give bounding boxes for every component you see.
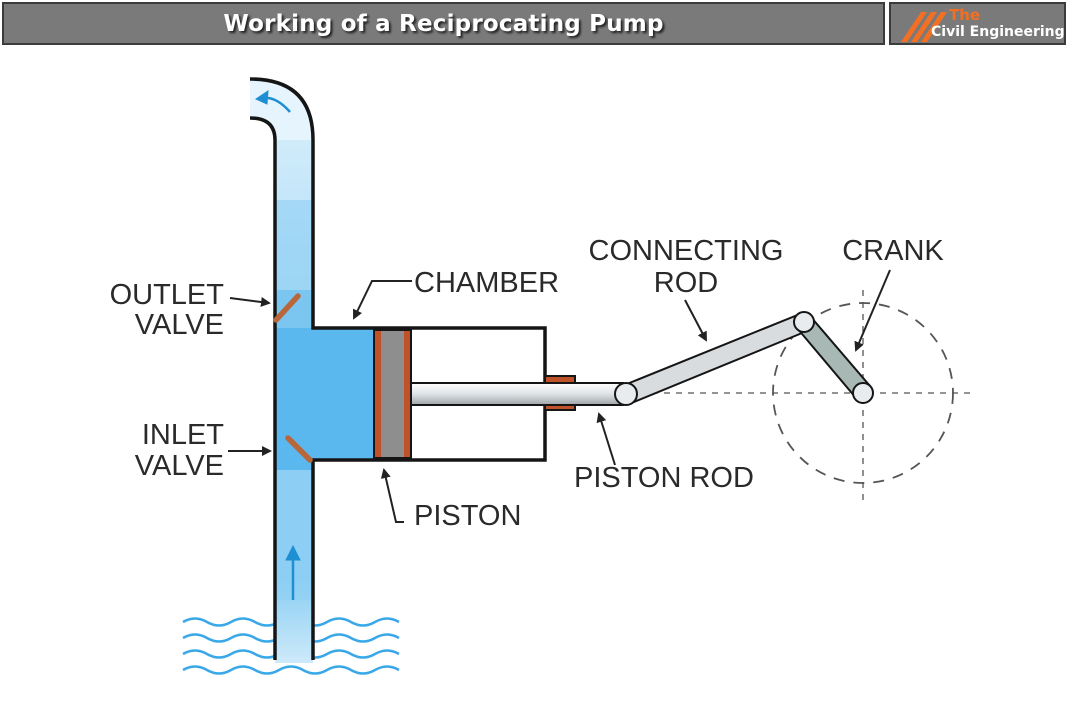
leader-arrows: [228, 269, 891, 523]
crank-path: [640, 290, 975, 500]
brand-logo: The Civil Engineering: [889, 2, 1066, 45]
label-piston-rod: PISTON ROD: [574, 462, 754, 494]
label-piston: PISTON: [414, 500, 521, 532]
stripes-logo-icon: [901, 12, 947, 42]
label-inlet: INLET: [142, 419, 224, 451]
labels: OUTLET VALVE INLET VALVE CHAMBER PISTON …: [110, 235, 945, 532]
label-chamber: CHAMBER: [414, 267, 559, 299]
piston: [373, 329, 412, 459]
pipe-outline: [249, 77, 547, 660]
label-outlet: OUTLET: [110, 279, 225, 311]
label-connecting: CONNECTING: [589, 235, 784, 267]
joints: [614, 311, 874, 406]
outlet-valve: [273, 293, 301, 323]
logo-text-name: Civil Engineering: [931, 24, 1065, 40]
water-column: [250, 80, 373, 663]
page-title: Working of a Reciprocating Pump: [223, 10, 664, 37]
connecting-rod: [620, 312, 809, 406]
flow-arrows: [254, 90, 301, 600]
logo-text-the: The: [949, 6, 981, 24]
label-connecting-rod: ROD: [654, 267, 718, 299]
piston-rod: [410, 375, 624, 411]
label-outlet-valve: VALVE: [135, 309, 224, 341]
label-crank: CRANK: [842, 235, 944, 267]
label-inlet-valve: VALVE: [135, 450, 224, 482]
inlet-valve: [285, 435, 313, 463]
title-bar: Working of a Reciprocating Pump: [2, 2, 885, 45]
